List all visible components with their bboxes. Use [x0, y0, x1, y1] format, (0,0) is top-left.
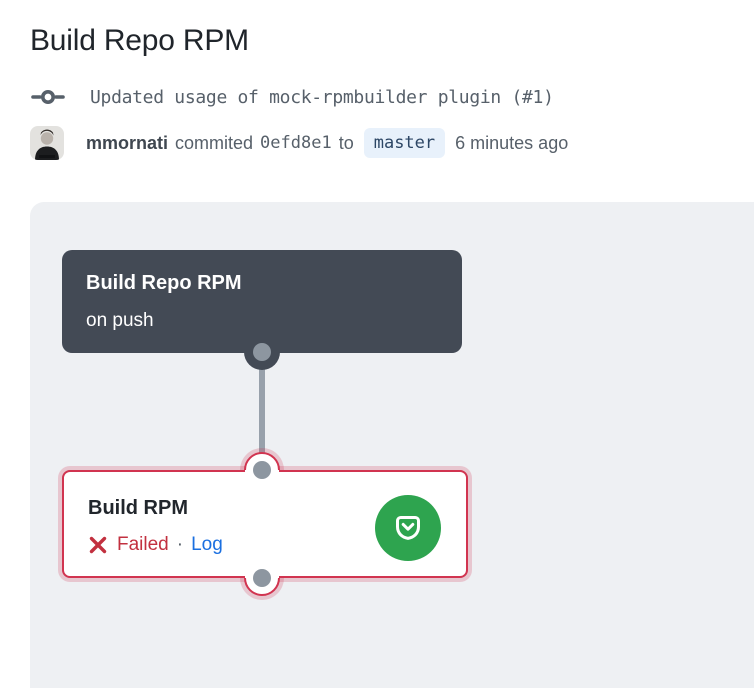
commit-message-row: Updated usage of mock-rpmbuilder plugin … [30, 86, 754, 108]
job-status-label: Failed [117, 534, 169, 555]
job-node-build-rpm[interactable]: Build RPM Failed · Log [62, 470, 468, 578]
workflow-node-trigger: on push [86, 310, 154, 331]
connector-dot-top [253, 343, 271, 361]
log-link[interactable]: Log [191, 534, 223, 555]
page-title: Build Repo RPM [30, 24, 249, 57]
timestamp: 6 minutes ago [455, 132, 569, 153]
commit-sha-link[interactable]: 0efd8e1 [260, 133, 332, 153]
author-name-link[interactable]: mmornati [86, 132, 169, 153]
shield-chevron-icon [390, 510, 426, 546]
connector-dot-middle [253, 461, 271, 479]
author-avatar[interactable] [30, 126, 64, 160]
to-text: to [338, 132, 354, 153]
run-header: Build Repo RPM Updated usage of mock-rpm… [30, 0, 754, 161]
status-separator: · [176, 534, 184, 555]
commit-author-row: mmornati commited 0efd8e1 to master 6 mi… [30, 125, 754, 161]
git-commit-icon [30, 86, 66, 108]
action-text: commited [175, 132, 254, 153]
pipeline-edge [259, 352, 265, 470]
failed-x-icon [88, 535, 108, 555]
workflow-node: Build Repo RPM on push [62, 250, 462, 353]
pipeline-graph-panel: Build Repo RPM on push Build RPM Failed … [30, 202, 754, 688]
commit-message-link[interactable]: Updated usage of mock-rpmbuilder plugin … [90, 86, 554, 108]
job-status-row: Failed · Log [88, 534, 466, 556]
branch-label[interactable]: master [363, 128, 446, 158]
workflow-node-title: Build Repo RPM [86, 272, 242, 294]
connector-dot-bottom [253, 569, 271, 587]
approve-run-button[interactable] [375, 495, 441, 561]
job-node-title: Build RPM [88, 497, 188, 519]
